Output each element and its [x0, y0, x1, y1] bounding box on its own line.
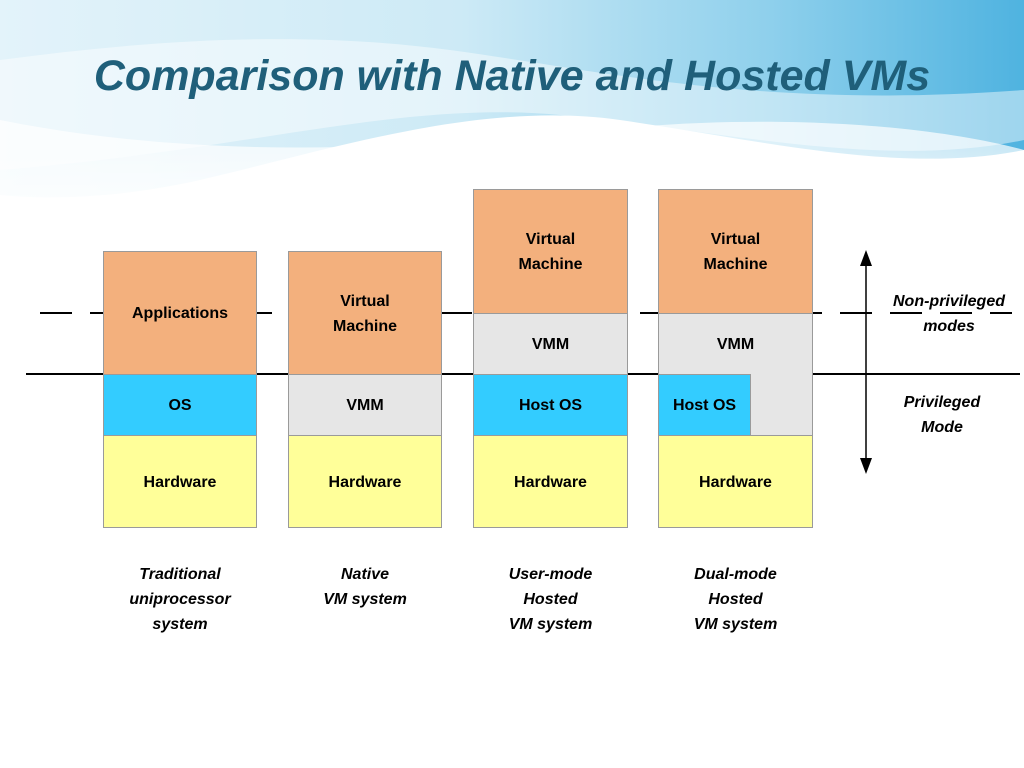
vmm-label: VMM	[531, 336, 570, 353]
non-privileged-modes-label: Non-privileged modes	[892, 293, 1005, 335]
vmm-box-user-mode: VMM	[473, 313, 628, 375]
virtual-machine-box-user-mode: Virtual Machine	[473, 189, 628, 314]
mode-arrow-up-head	[860, 250, 872, 266]
vmm-label: VMM	[716, 336, 755, 353]
hardware-box-traditional: Hardware	[103, 435, 257, 528]
hardware-label: Hardware	[514, 474, 587, 491]
virtual-machine-label: Virtual Machine	[703, 231, 768, 273]
caption-dual-mode-hosted: Dual-mode Hosted VM system	[693, 566, 778, 633]
vmm-label: VMM	[346, 397, 384, 414]
virtual-machine-box-native: Virtual Machine	[288, 251, 442, 375]
caption-native: Native VM system	[323, 566, 407, 608]
hardware-label: Hardware	[328, 474, 402, 491]
virtual-machine-box-dual-mode: Virtual Machine	[658, 189, 813, 314]
applications-label: Applications	[131, 305, 228, 322]
os-label: OS	[168, 397, 192, 414]
hardware-box-dual-mode: Hardware	[658, 435, 813, 528]
mode-arrow-down-head	[860, 458, 872, 474]
hardware-label: Hardware	[699, 474, 772, 491]
privileged-mode-label: Privileged Mode	[903, 394, 981, 436]
slide-title: Comparison with Native and Hosted VMs	[93, 52, 931, 100]
hardware-box-user-mode: Hardware	[473, 435, 628, 528]
vmm-box-native: VMM	[288, 374, 442, 436]
host-os-box-user-mode: Host OS	[473, 374, 628, 436]
virtual-machine-label: Virtual Machine	[518, 231, 583, 273]
caption-traditional: Traditional uniprocessor system	[129, 566, 231, 633]
hardware-label: Hardware	[143, 474, 217, 491]
virtual-machine-label: Virtual Machine	[332, 293, 397, 335]
hardware-box-native: Hardware	[288, 435, 442, 528]
host-os-box-dual-mode: Host OS	[658, 374, 751, 436]
os-box: OS	[103, 374, 257, 436]
host-os-label: Host OS	[672, 397, 737, 414]
caption-user-mode-hosted: User-mode Hosted VM system	[508, 566, 593, 633]
applications-box: Applications	[103, 251, 257, 375]
host-os-label: Host OS	[518, 397, 583, 414]
